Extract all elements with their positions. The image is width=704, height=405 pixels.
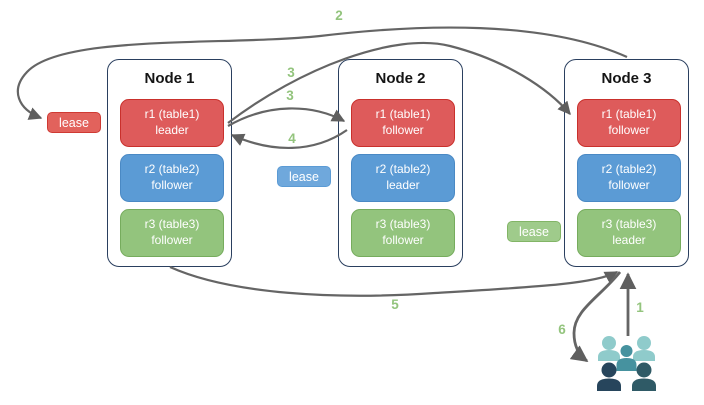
- replica-role: follower: [608, 178, 650, 192]
- users-icon: [597, 336, 656, 391]
- node-3: Node 3 r1 (table1) follower r2 (table2) …: [564, 59, 689, 267]
- replica-label: r1 (table1): [144, 107, 200, 122]
- node-3-replica-r2: r2 (table2) follower: [577, 154, 681, 202]
- node-3-replica-r3: r3 (table3) leader: [577, 209, 681, 257]
- replica-role: follower: [151, 233, 193, 247]
- node-3-title: Node 3: [601, 70, 652, 87]
- node-2-replica-r1: r1 (table1) follower: [351, 99, 455, 147]
- node-1-replica-r2: r2 (table2) follower: [120, 154, 224, 202]
- step-label-3b: 3: [286, 88, 294, 103]
- node-1: Node 1 r1 (table1) leader r2 (table2) fo…: [107, 59, 232, 267]
- replica-label: r1 (table1): [601, 107, 657, 122]
- node-1-title: Node 1: [144, 70, 195, 87]
- step-label-2: 2: [335, 8, 343, 23]
- node-2-replica-r3: r3 (table3) follower: [351, 209, 455, 257]
- node-1-replica-r3: r3 (table3) follower: [120, 209, 224, 257]
- step-label-5: 5: [391, 297, 399, 312]
- replica-label: r3 (table3): [601, 217, 657, 232]
- replica-label: r1 (table1): [375, 107, 431, 122]
- node-2-title: Node 2: [375, 70, 426, 87]
- lease-badge-green: lease: [507, 221, 561, 242]
- replica-label: r2 (table2): [375, 162, 431, 177]
- replica-role: follower: [382, 123, 424, 137]
- step-label-6: 6: [558, 322, 566, 337]
- replica-label: r2 (table2): [144, 162, 200, 177]
- replica-role: leader: [612, 233, 646, 247]
- step-label-3a: 3: [287, 65, 295, 80]
- replica-label: r3 (table3): [375, 217, 431, 232]
- node-3-replica-r1: r1 (table1) follower: [577, 99, 681, 147]
- replica-role: leader: [155, 123, 189, 137]
- replica-label: r2 (table2): [601, 162, 657, 177]
- step-label-4: 4: [288, 131, 296, 146]
- node-1-replica-r1: r1 (table1) leader: [120, 99, 224, 147]
- replica-label: r3 (table3): [144, 217, 200, 232]
- replica-role: follower: [151, 178, 193, 192]
- lease-badge-red: lease: [47, 112, 101, 133]
- replica-role: leader: [386, 178, 420, 192]
- step-label-1: 1: [636, 300, 644, 315]
- node-2: Node 2 r1 (table1) follower r2 (table2) …: [338, 59, 463, 267]
- arrow-step-3-to-node2: [227, 107, 346, 127]
- lease-badge-blue: lease: [277, 166, 331, 187]
- replica-role: follower: [608, 123, 650, 137]
- replica-role: follower: [382, 233, 424, 247]
- arrow-step-5: [169, 265, 619, 297]
- node-2-replica-r2: r2 (table2) leader: [351, 154, 455, 202]
